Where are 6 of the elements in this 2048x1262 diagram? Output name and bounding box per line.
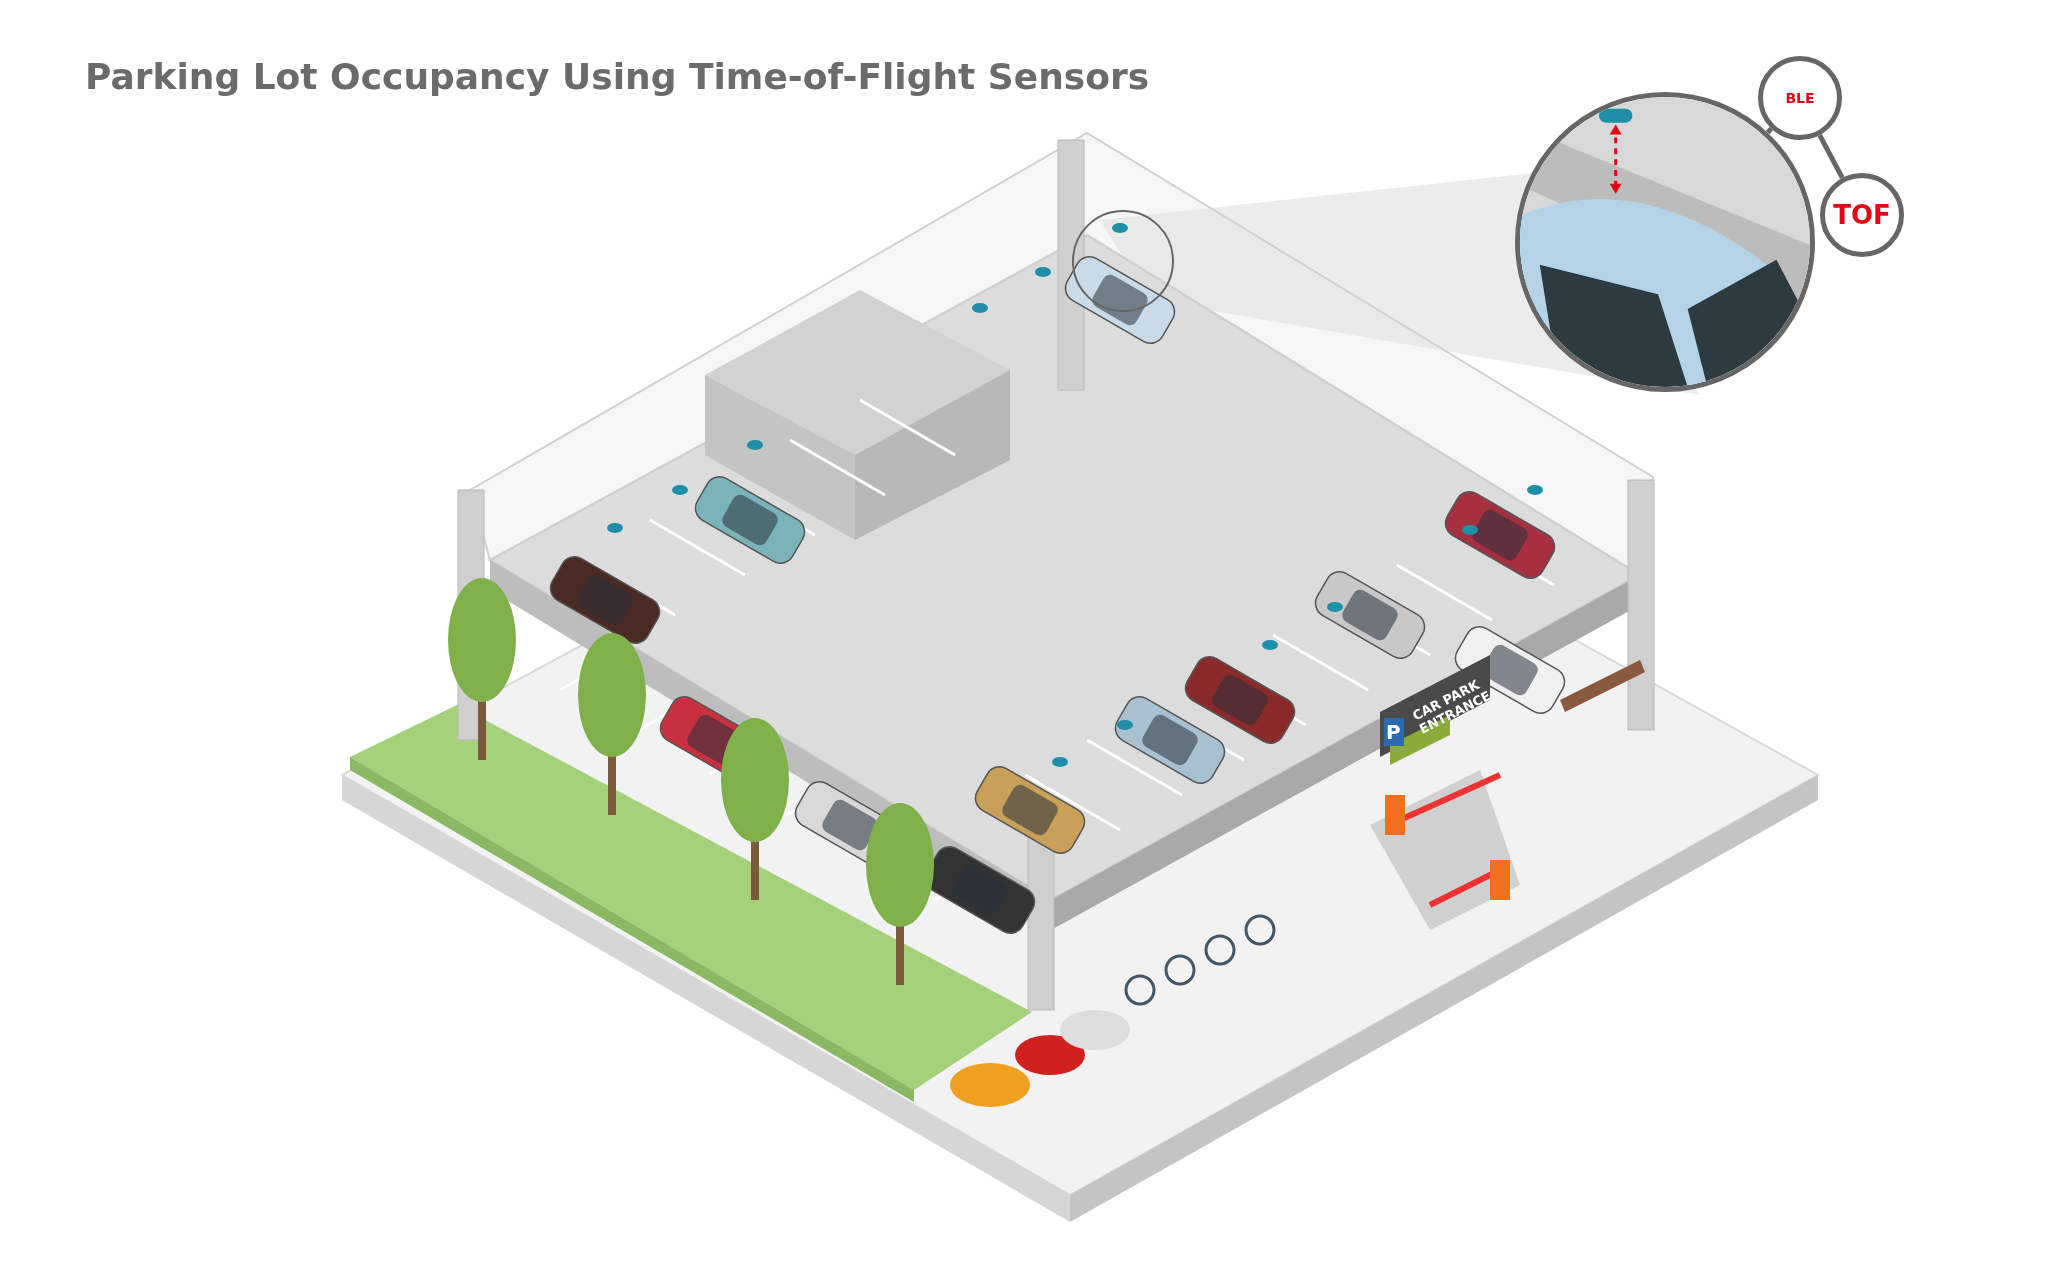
connector-line	[1817, 133, 1845, 180]
title: Parking Lot Occupancy Using Time-of-Flight Sensors	[85, 56, 1150, 97]
parking-sign-letter: P	[1386, 720, 1401, 744]
tof-text: TOF	[1833, 200, 1891, 230]
ble-text: BLE	[1785, 90, 1815, 106]
connector-line	[1765, 126, 1774, 135]
